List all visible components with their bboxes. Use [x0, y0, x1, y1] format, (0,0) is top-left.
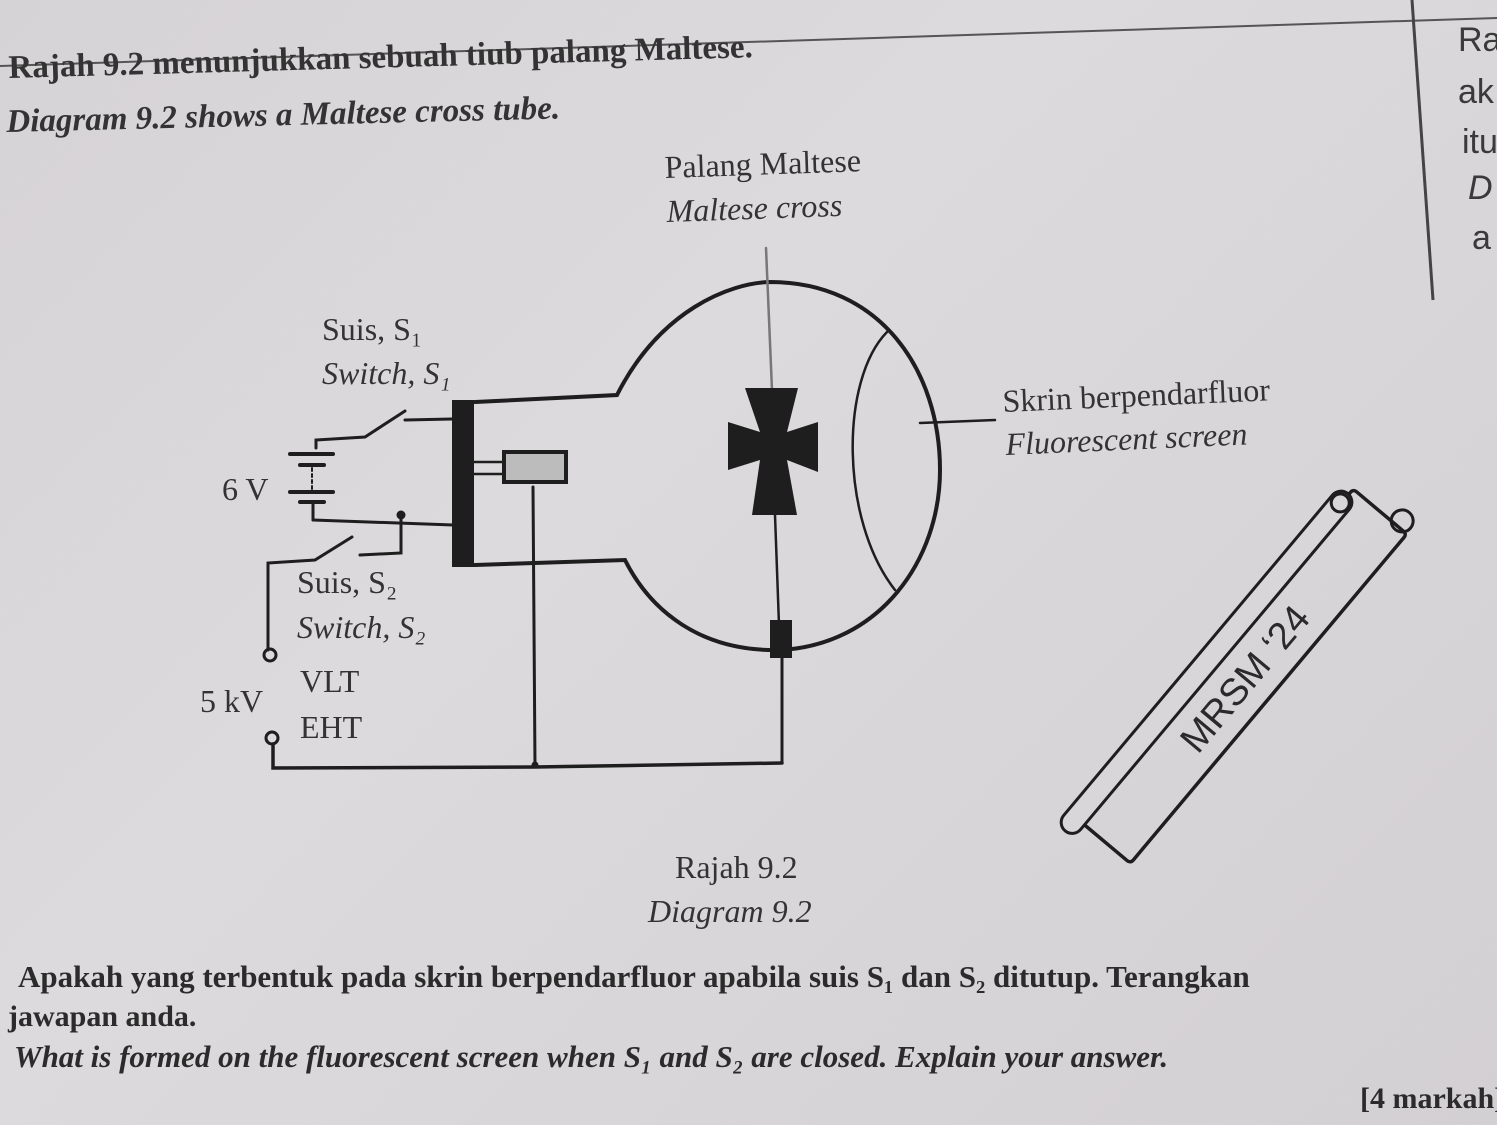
question-malay-line2: jawapan anda. — [8, 1000, 197, 1033]
caption-ms: Rajah 9.2 — [675, 849, 798, 885]
top-divider-line — [0, 17, 1497, 67]
maltese-cross-label-en: Maltese cross — [665, 187, 843, 229]
eht-terminal-negative — [264, 730, 280, 746]
question-english: What is formed on the fluorescent screen… — [14, 1039, 1169, 1074]
switch1-label-en: Switch, S₁ — [322, 355, 450, 391]
maltese-cross-label-ms: Palang Maltese — [664, 142, 862, 185]
cross-support-rod-top — [764, 246, 774, 392]
switch1-label-ms: Suis, S₁ — [322, 311, 422, 347]
tube-base — [452, 400, 474, 567]
eht-terminal-positive — [262, 647, 278, 663]
switch2-label-en: Switch, S₂ — [297, 609, 425, 645]
switch-s2 — [266, 535, 354, 652]
anode-cylinder — [502, 450, 568, 484]
supply-label-ms: VLT — [300, 663, 360, 699]
screen-label-en: Fluorescent screen — [1004, 415, 1248, 462]
supply-voltage-label: 5 kV — [200, 683, 263, 719]
screen-label-ms: Skrin berpendarfluor — [1002, 371, 1271, 419]
cross-terminal — [770, 620, 792, 658]
tube-glass-outline — [473, 279, 943, 653]
supply-label-en: EHT — [300, 709, 363, 745]
mrsm-scroll-stamp: MRSM ‘24 — [1059, 488, 1415, 864]
marks-label: [4 markah] — [1360, 1082, 1497, 1115]
screen-leader-line — [918, 418, 997, 425]
column-divider-line — [1410, 0, 1435, 301]
side-fragment: itu — [1462, 123, 1497, 161]
screen-arc — [851, 330, 897, 592]
cross-support-rod-bottom — [773, 513, 781, 627]
side-fragment: a — [1472, 219, 1491, 257]
wire — [311, 518, 455, 527]
wire — [403, 417, 454, 422]
scroll-curl — [1389, 508, 1415, 534]
battery-label: 6 V — [222, 471, 269, 507]
scroll-roll — [1059, 489, 1354, 835]
junction-dot — [531, 761, 539, 769]
scroll-curl — [1329, 492, 1351, 514]
side-fragment: D — [1468, 169, 1493, 207]
side-fragment: ak — [1458, 73, 1494, 111]
wire — [358, 513, 403, 557]
caption-en: Diagram 9.2 — [647, 893, 812, 929]
eht-wire — [271, 742, 784, 770]
maltese-cross-icon — [728, 388, 818, 515]
anode-wire — [531, 485, 537, 769]
switch-s1 — [314, 409, 407, 450]
side-fragment: Ra — [1458, 21, 1497, 59]
switch2-label-ms: Suis, S₂ — [297, 564, 397, 600]
question-malay-line1: Apakah yang terbentuk pada skrin berpend… — [18, 959, 1250, 994]
